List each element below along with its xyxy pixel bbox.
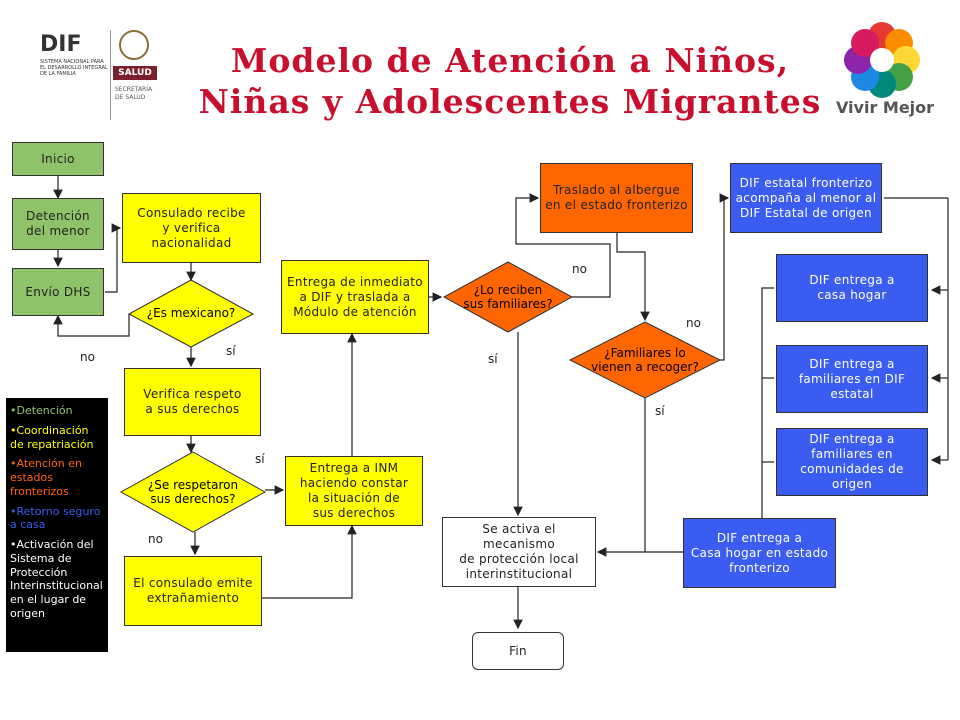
title-line-2: Niñas y Adolescentes Migrantes — [198, 82, 822, 122]
edge-label-no-recoger: no — [686, 316, 701, 330]
salud-logo: SALUD SECRETARÍA DE SALUD — [110, 30, 157, 120]
node-entrega-dif: Entrega de inmediato a DIF y traslada a … — [281, 260, 429, 334]
dif-logo-subtitle: SISTEMA NACIONAL PARA EL DESARROLLO INTE… — [40, 59, 108, 77]
legend-panel: •Detención •Coordinación de repatriación… — [6, 398, 108, 652]
node-envio-dhs: Envío DHS — [12, 268, 104, 316]
node-inicio: Inicio — [12, 142, 104, 176]
dif-logo-text: DIF — [40, 32, 82, 57]
diamond-es-mexicano — [127, 279, 255, 348]
edge-label-no-reciben: no — [572, 262, 587, 276]
edge-label-si-mexicano: sí — [226, 344, 236, 358]
legend-item-coordinacion: •Coordinación de repatriación — [10, 423, 94, 451]
salud-subtitle: SECRETARÍA DE SALUD — [115, 86, 153, 101]
vivir-mejor-text: Vivir Mejor — [835, 98, 935, 117]
node-dif-familiares-estatal: DIF entrega a familiares en DIF estatal — [776, 345, 928, 413]
title-line-1: Modelo de Atención a Niños, — [230, 41, 790, 80]
diamond-se-respetaron — [119, 451, 267, 533]
legend-item-retorno: •Retorno seguro a casa — [10, 504, 101, 532]
edge-label-si-recoger: sí — [655, 404, 665, 418]
node-dif-casa-hogar-fronterizo: DIF entrega a Casa hogar en estado front… — [683, 518, 836, 588]
edge-label-no-respetaron: no — [148, 532, 163, 546]
diamond-familiares-recoger — [568, 321, 722, 399]
page-title: Modelo de Atención a Niños, Niñas y Adol… — [150, 40, 870, 123]
edge-label-si-reciben: sí — [488, 352, 498, 366]
legend-item-atencion: •Atención en estados fronterizos — [10, 457, 82, 498]
node-fin: Fin — [472, 632, 564, 670]
node-detencion: Detención del menor — [12, 198, 104, 250]
legend-item-activacion: •Activación del Sistema de Protección In… — [10, 538, 103, 620]
edge-label-si-respetaron: sí — [255, 452, 265, 466]
mexico-seal-icon — [119, 30, 149, 60]
node-dif-estatal-fronterizo: DIF estatal fronterizo acompaña al menor… — [730, 163, 882, 233]
node-mecanismo-proteccion: Se activa el mecanismo de protección loc… — [442, 517, 596, 587]
node-entrega-inm: Entrega a INM haciendo constar la situac… — [285, 456, 423, 526]
salud-badge: SALUD — [113, 66, 157, 80]
flower-icon — [844, 22, 920, 98]
vivir-mejor-logo: Vivir Mejor — [828, 20, 938, 120]
dif-logo: DIF SISTEMA NACIONAL PARA EL DESARROLLO … — [40, 34, 108, 114]
edge-label-no-mexicano: no — [80, 350, 95, 364]
node-traslado-albergue: Traslado al albergue en el estado fronte… — [540, 163, 693, 233]
node-consulado-emite: El consulado emite extrañamiento — [124, 556, 262, 626]
legend-item-detencion: •Detención — [10, 404, 73, 417]
diamond-lo-reciben — [442, 261, 574, 333]
node-dif-casa-hogar: DIF entrega a casa hogar — [776, 254, 928, 322]
node-dif-comunidades-origen: DIF entrega a familiares en comunidades … — [776, 428, 928, 496]
node-consulado-recibe: Consulado recibe y verifica nacionalidad — [122, 193, 261, 263]
node-verifica-derechos: Verifica respeto a sus derechos — [124, 368, 261, 436]
